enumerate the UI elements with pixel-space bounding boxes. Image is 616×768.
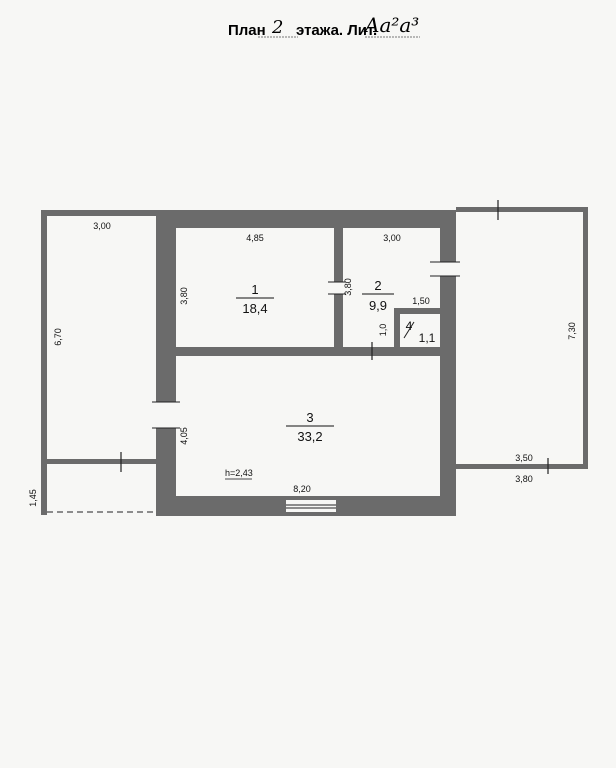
wall-outer-left [41,210,47,515]
wall-balcony-divider [47,459,156,464]
wall-outer-top-left [41,210,156,216]
title-litera: Aa²a³ [363,13,419,37]
dim-room1-height: 3,80 [179,287,189,305]
dimension-labels: 3,00 6,70 1,45 4,85 3,80 3,00 3,80 1,50 … [28,221,577,507]
wall-right-central [440,210,456,516]
room-1-number: 1 [251,282,258,297]
plan-title: План 2 этажа. Лит. Aa²a³ [228,13,420,39]
room-4-area: 1,1 [419,331,436,345]
wall-outer-top-right [456,207,588,212]
dim-room2-height: 3,80 [343,278,353,296]
room-1-area: 18,4 [242,301,267,316]
dim-right-outer-width: 3,80 [515,474,533,484]
wall-top [156,210,456,228]
dim-left-height: 6,70 [53,328,63,346]
room-labels: 1 18,4 2 9,9 3 33,2 4 1,1 [236,278,436,444]
dim-room3-width: 8,20 [293,484,311,494]
dim-balcony-height: 1,45 [28,489,38,507]
wall-room4-left [394,308,400,348]
dim-room4-width: 1,50 [412,296,430,306]
dim-right-height: 7,30 [567,322,577,340]
wall-room4-top [394,308,440,314]
wall-outer-right [583,207,588,469]
wall-outer-bottom-right [456,464,588,469]
walls [41,207,588,516]
room-4-number: 4 [406,319,413,333]
dim-room4-height: 1,0 [378,324,388,337]
openings [47,200,549,513]
room-3-area: 33,2 [297,429,322,444]
title-floor-number: 2 [271,17,283,38]
ceiling-height: h=2,43 [225,468,253,478]
dim-room1-width: 4,85 [246,233,264,243]
dim-room3-height: 4,05 [179,427,189,445]
dim-right-inner-width: 3,50 [515,453,533,463]
room-3-number: 3 [306,410,313,425]
dim-room2-width: 3,00 [383,233,401,243]
wall-left-central [156,210,176,515]
title-plan-word: План [228,22,266,39]
wall-partition-3 [176,347,440,356]
room-2-number: 2 [374,278,381,293]
dim-left-top-width: 3,00 [93,221,111,231]
title-floor-word: этажа. Лит. [296,22,377,39]
room-2-area: 9,9 [369,298,387,313]
